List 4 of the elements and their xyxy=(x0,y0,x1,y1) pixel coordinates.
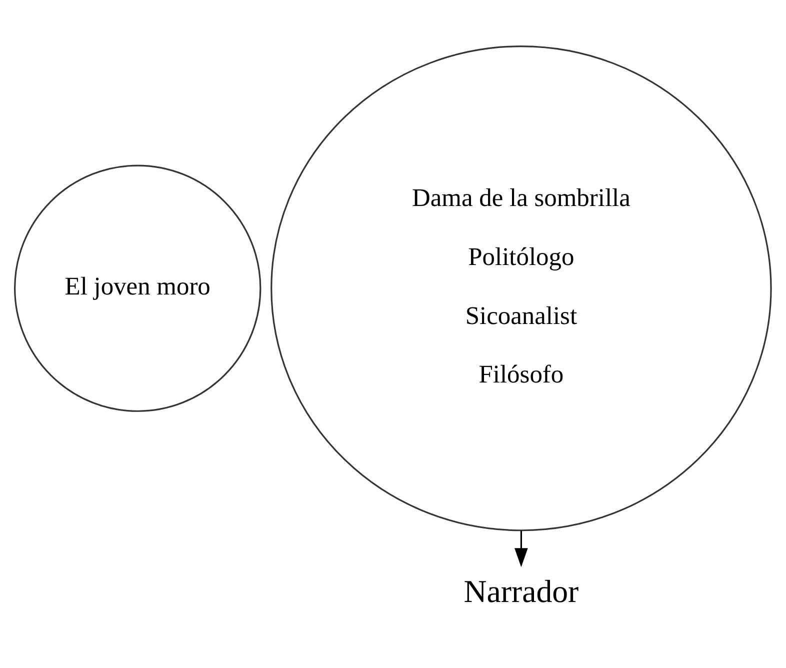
node-circle: El joven moro xyxy=(14,164,262,412)
node-text: Narrador xyxy=(464,573,579,608)
arrow xyxy=(514,530,528,567)
node-circle: Dama de la sombrilla Politólogo Sicoanalist Filósofo xyxy=(270,45,772,531)
